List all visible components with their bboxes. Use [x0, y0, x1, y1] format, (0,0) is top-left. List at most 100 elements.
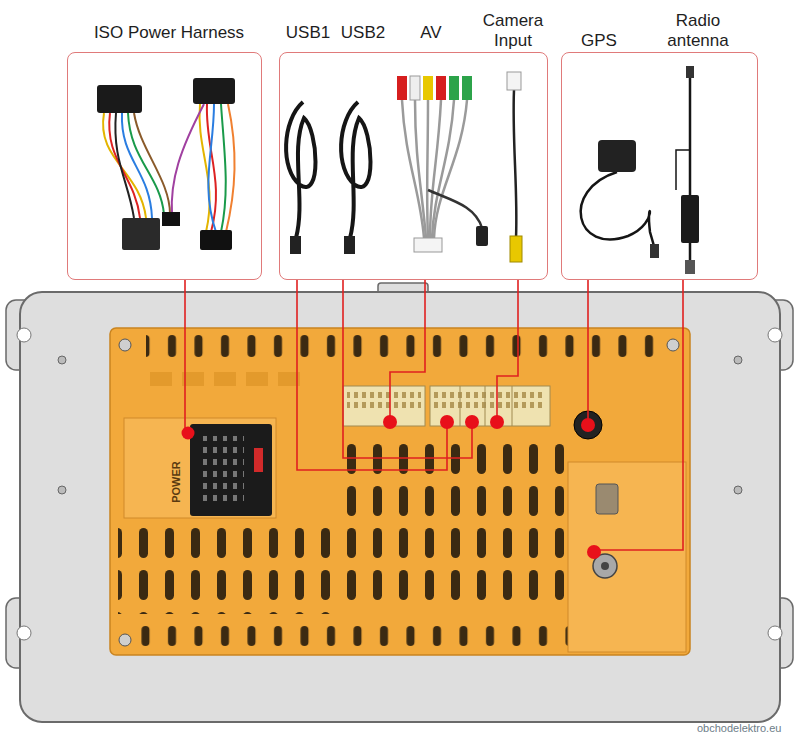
usb-cable — [286, 102, 315, 238]
port-dot — [587, 545, 601, 559]
harness-plug — [162, 212, 180, 226]
screw — [734, 486, 742, 494]
av-jack — [476, 226, 488, 246]
leader-line — [184, 328, 186, 428]
leader-line — [497, 328, 518, 422]
harness-wire — [103, 113, 146, 218]
port-dot — [465, 415, 479, 429]
port-dot — [581, 418, 595, 432]
cable-heading: Camera Input — [472, 11, 554, 51]
harness-wire — [128, 113, 164, 214]
usb-plug — [344, 236, 355, 254]
usb-cable — [341, 102, 370, 238]
av-wire — [402, 100, 424, 238]
vent-slots — [118, 524, 334, 614]
power-recess — [124, 418, 276, 518]
connector-pins — [200, 436, 244, 506]
housing-tab — [150, 372, 172, 386]
av-wire — [415, 100, 426, 238]
antenna-amplifier — [681, 195, 699, 243]
screw — [734, 356, 742, 364]
camera-connector — [507, 72, 521, 90]
screw — [58, 486, 66, 494]
cable-panel: USB1USB2AVCamera Input — [279, 52, 548, 280]
harness-wire — [226, 104, 235, 232]
leader-line — [297, 328, 447, 470]
connector-divider — [485, 386, 486, 426]
head-unit: POWER — [110, 328, 690, 655]
leader-line — [517, 280, 519, 328]
av-wire — [426, 100, 429, 238]
harness-plug — [200, 230, 232, 250]
antenna-plug — [686, 66, 694, 78]
screw — [119, 339, 131, 351]
cable-heading: ISO Power Harness — [73, 23, 265, 43]
connector-divider — [460, 386, 461, 426]
harness-wire — [221, 104, 226, 232]
leader-line — [424, 280, 426, 328]
rca-plug — [449, 76, 459, 100]
cable-heading: USB2 — [337, 23, 389, 43]
watermark: obchodelektro.eu — [697, 722, 781, 734]
vent-slots — [146, 333, 661, 361]
rca-plug — [397, 76, 407, 100]
cable-heading: AV — [410, 23, 452, 43]
screw-hole — [768, 328, 782, 342]
fuse — [254, 448, 263, 472]
rca-plug — [423, 76, 433, 100]
screw-hole — [17, 328, 31, 342]
camera-cable — [514, 90, 517, 238]
gps-plug — [650, 244, 659, 258]
power-connector — [190, 424, 272, 516]
screw — [119, 634, 131, 646]
antenna-socket-core — [601, 562, 609, 570]
rca-plug — [410, 76, 420, 100]
iso-connector — [193, 78, 235, 104]
leader-line — [598, 328, 683, 550]
gps-cable — [581, 172, 654, 246]
cable-heading: GPS — [573, 31, 625, 51]
usb-plug — [290, 236, 301, 254]
harness-wire — [207, 104, 216, 232]
leader-line — [296, 280, 298, 328]
harness-wire — [208, 104, 216, 232]
rca-plug — [462, 76, 472, 100]
camera-rca — [510, 236, 522, 262]
port-dot — [490, 415, 504, 429]
leader-line — [343, 328, 472, 458]
leader-line — [184, 280, 186, 328]
connector-divider — [512, 386, 513, 426]
iso-connector — [97, 85, 142, 113]
metal-frame — [20, 292, 780, 722]
housing-tab — [214, 372, 236, 386]
antenna-cable — [676, 150, 690, 190]
rca-plug — [436, 76, 446, 100]
av-wire — [428, 190, 482, 228]
canbus-box — [122, 218, 160, 250]
leader-line — [682, 280, 684, 328]
leader-line — [342, 280, 344, 328]
port-dot — [383, 415, 397, 429]
av-wire — [434, 100, 467, 238]
port-dot — [182, 427, 195, 440]
gps-puck — [598, 140, 636, 172]
vent-slots — [336, 440, 566, 612]
sticker — [596, 484, 618, 514]
harness-wire — [115, 113, 134, 218]
screw-hole — [768, 626, 782, 640]
leader-line — [390, 328, 425, 422]
cable-heading: USB1 — [282, 23, 334, 43]
leader-line — [587, 280, 589, 328]
screw — [667, 339, 679, 351]
port-dot — [440, 415, 454, 429]
harness-wire — [134, 113, 170, 214]
leader-line — [587, 328, 589, 425]
antenna-panel — [568, 462, 686, 652]
connector-marking: POWER — [169, 448, 183, 516]
housing-tab — [246, 372, 268, 386]
antenna-plug — [685, 260, 695, 274]
gps-socket-core — [582, 419, 594, 431]
